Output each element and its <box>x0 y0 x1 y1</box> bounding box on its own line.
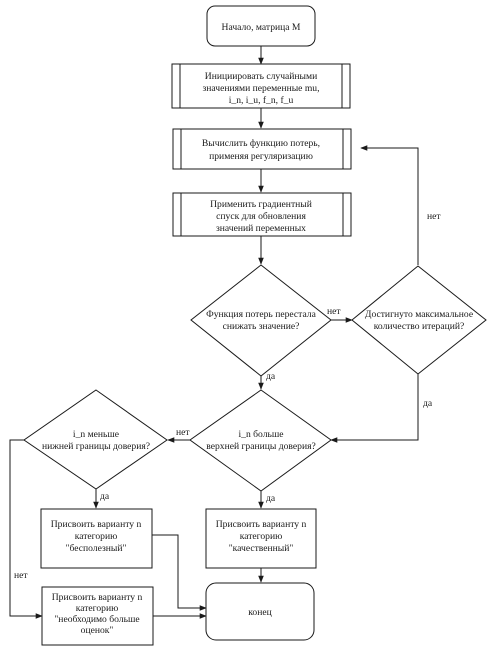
assign-more-line-2: категорию <box>76 603 119 614</box>
edge-label-lower-no: нет <box>14 570 28 581</box>
edge-declower-more <box>9 439 43 619</box>
decision-loss: Функция потерь перестала снижать значени… <box>190 264 332 377</box>
assign-quality-line-1: Присвоить варианту n <box>216 519 307 530</box>
assign-quality-line-3: "качественный" <box>229 543 294 554</box>
init-process: Инициировать случайными значениями перем… <box>171 63 351 109</box>
decision-lower-line-1: i_n меньше <box>73 429 119 440</box>
loss-line-2: применяя регуляризацию <box>209 151 313 162</box>
start-node: Начало, матрица M <box>206 5 316 47</box>
assign-more-line-4: оценок" <box>81 625 114 636</box>
edge-label-loss-no: нет <box>327 306 341 317</box>
decision-iterations-line-2: количество итераций? <box>374 321 465 332</box>
init-line-3: i_n, i_u, f_n, f_u <box>229 95 294 106</box>
decision-lower-line-2: нижней границы доверия? <box>42 441 150 452</box>
assign-useless: Присвоить варианту n категорию "бесполез… <box>40 508 153 569</box>
edge-label-iter-no: нет <box>427 211 441 222</box>
edge-label-upper-yes: да <box>266 493 276 504</box>
start-node-label: Начало, матрица M <box>222 22 301 33</box>
init-line-1: Инициировать случайными <box>205 71 317 82</box>
edge-label-lower-yes: да <box>100 491 110 502</box>
grad-process: Применить градиентный спуск для обновлен… <box>172 192 352 237</box>
assign-useless-line-1: Присвоить варианту n <box>51 519 142 530</box>
end-node: конец <box>205 582 315 641</box>
assign-more-line-1: Присвоить варианту n <box>52 592 143 603</box>
edge-deciter-loss-loop <box>360 145 419 265</box>
decision-upper-line-2: верхней границы доверия? <box>206 441 316 452</box>
grad-line-1: Применить градиентный <box>210 199 312 210</box>
decision-upper: i_n больше верхней границы доверия? <box>189 389 332 492</box>
decision-loss-line-1: Функция потерь перестала <box>206 309 316 320</box>
end-node-label: конец <box>248 607 272 618</box>
grad-line-2: спуск для обновления <box>216 211 306 222</box>
decision-lower: i_n меньше нижней границы доверия? <box>23 389 168 490</box>
decision-upper-line-1: i_n больше <box>238 429 283 440</box>
decision-iterations-line-1: Достигнуто максимальное <box>365 309 473 320</box>
grad-line-3: значений переменных <box>216 223 306 234</box>
init-line-2: значениями переменные mu, <box>203 83 320 94</box>
assign-more-line-3: "необходимо больше <box>54 614 139 625</box>
edge-deciter-decupper <box>330 374 419 443</box>
assign-quality-line-2: категорию <box>240 531 283 542</box>
assign-quality: Присвоить варианту n категорию "качестве… <box>205 508 317 569</box>
loss-line-1: Вычислить функцию потерь, <box>202 138 320 149</box>
decision-loss-line-2: снижать значение? <box>223 321 300 332</box>
edge-label-loss-yes: да <box>266 371 276 382</box>
assign-more: Присвоить варианту n категорию "необходи… <box>41 586 154 646</box>
decision-iterations: Достигнуто максимальное количество итера… <box>351 265 487 375</box>
edge-useless-end <box>152 534 207 611</box>
edge-label-upper-no: нет <box>176 427 190 438</box>
loss-process: Вычислить функцию потерь, применяя регул… <box>172 128 352 170</box>
assign-useless-line-2: категорию <box>75 531 118 542</box>
edge-label-iter-yes: да <box>423 398 433 409</box>
assign-useless-line-3: "бесполезный" <box>66 543 127 554</box>
